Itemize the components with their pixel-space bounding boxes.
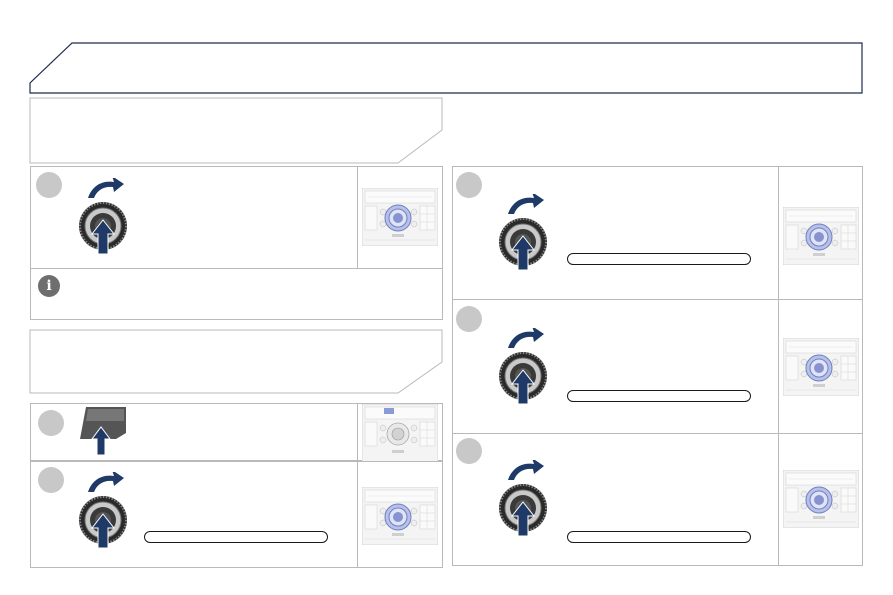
rotate-arrow-icon xyxy=(508,194,544,214)
rotary-knob-icon[interactable] xyxy=(78,494,128,552)
selection-field xyxy=(567,253,751,265)
step-number-badge xyxy=(456,306,482,332)
selection-field xyxy=(567,390,751,402)
step-number-badge xyxy=(456,172,482,198)
divider xyxy=(778,166,779,566)
radio-console-icon xyxy=(783,338,859,396)
step-number-badge xyxy=(38,410,64,436)
rotary-knob-icon[interactable] xyxy=(498,482,548,540)
divider xyxy=(452,433,863,434)
selection-field xyxy=(567,531,751,543)
step-number-badge xyxy=(36,172,62,198)
rotary-knob-icon[interactable] xyxy=(78,200,128,258)
radio-console-icon xyxy=(783,470,859,528)
rotate-arrow-icon xyxy=(508,460,544,480)
rotary-knob-icon[interactable] xyxy=(498,350,548,408)
radio-console-icon xyxy=(783,207,859,265)
rotate-arrow-icon xyxy=(508,328,544,348)
divider xyxy=(357,166,358,268)
rotate-arrow-icon xyxy=(88,472,124,492)
rotary-knob-icon[interactable] xyxy=(498,216,548,274)
info-icon: i xyxy=(38,275,60,297)
menu-key-icon[interactable] xyxy=(78,405,130,457)
radio-console-icon xyxy=(362,404,438,462)
section-a-title-box xyxy=(29,97,443,164)
divider xyxy=(30,268,443,269)
rotate-arrow-icon xyxy=(88,178,124,198)
divider xyxy=(452,299,863,300)
section-b-title-box xyxy=(29,329,443,394)
radio-console-icon xyxy=(362,188,438,246)
divider xyxy=(357,461,358,568)
divider xyxy=(357,403,358,461)
header-frame xyxy=(29,42,863,94)
radio-console-icon xyxy=(362,487,438,545)
selection-field xyxy=(144,531,328,543)
step-number-badge xyxy=(456,438,482,464)
step-number-badge xyxy=(38,467,64,493)
